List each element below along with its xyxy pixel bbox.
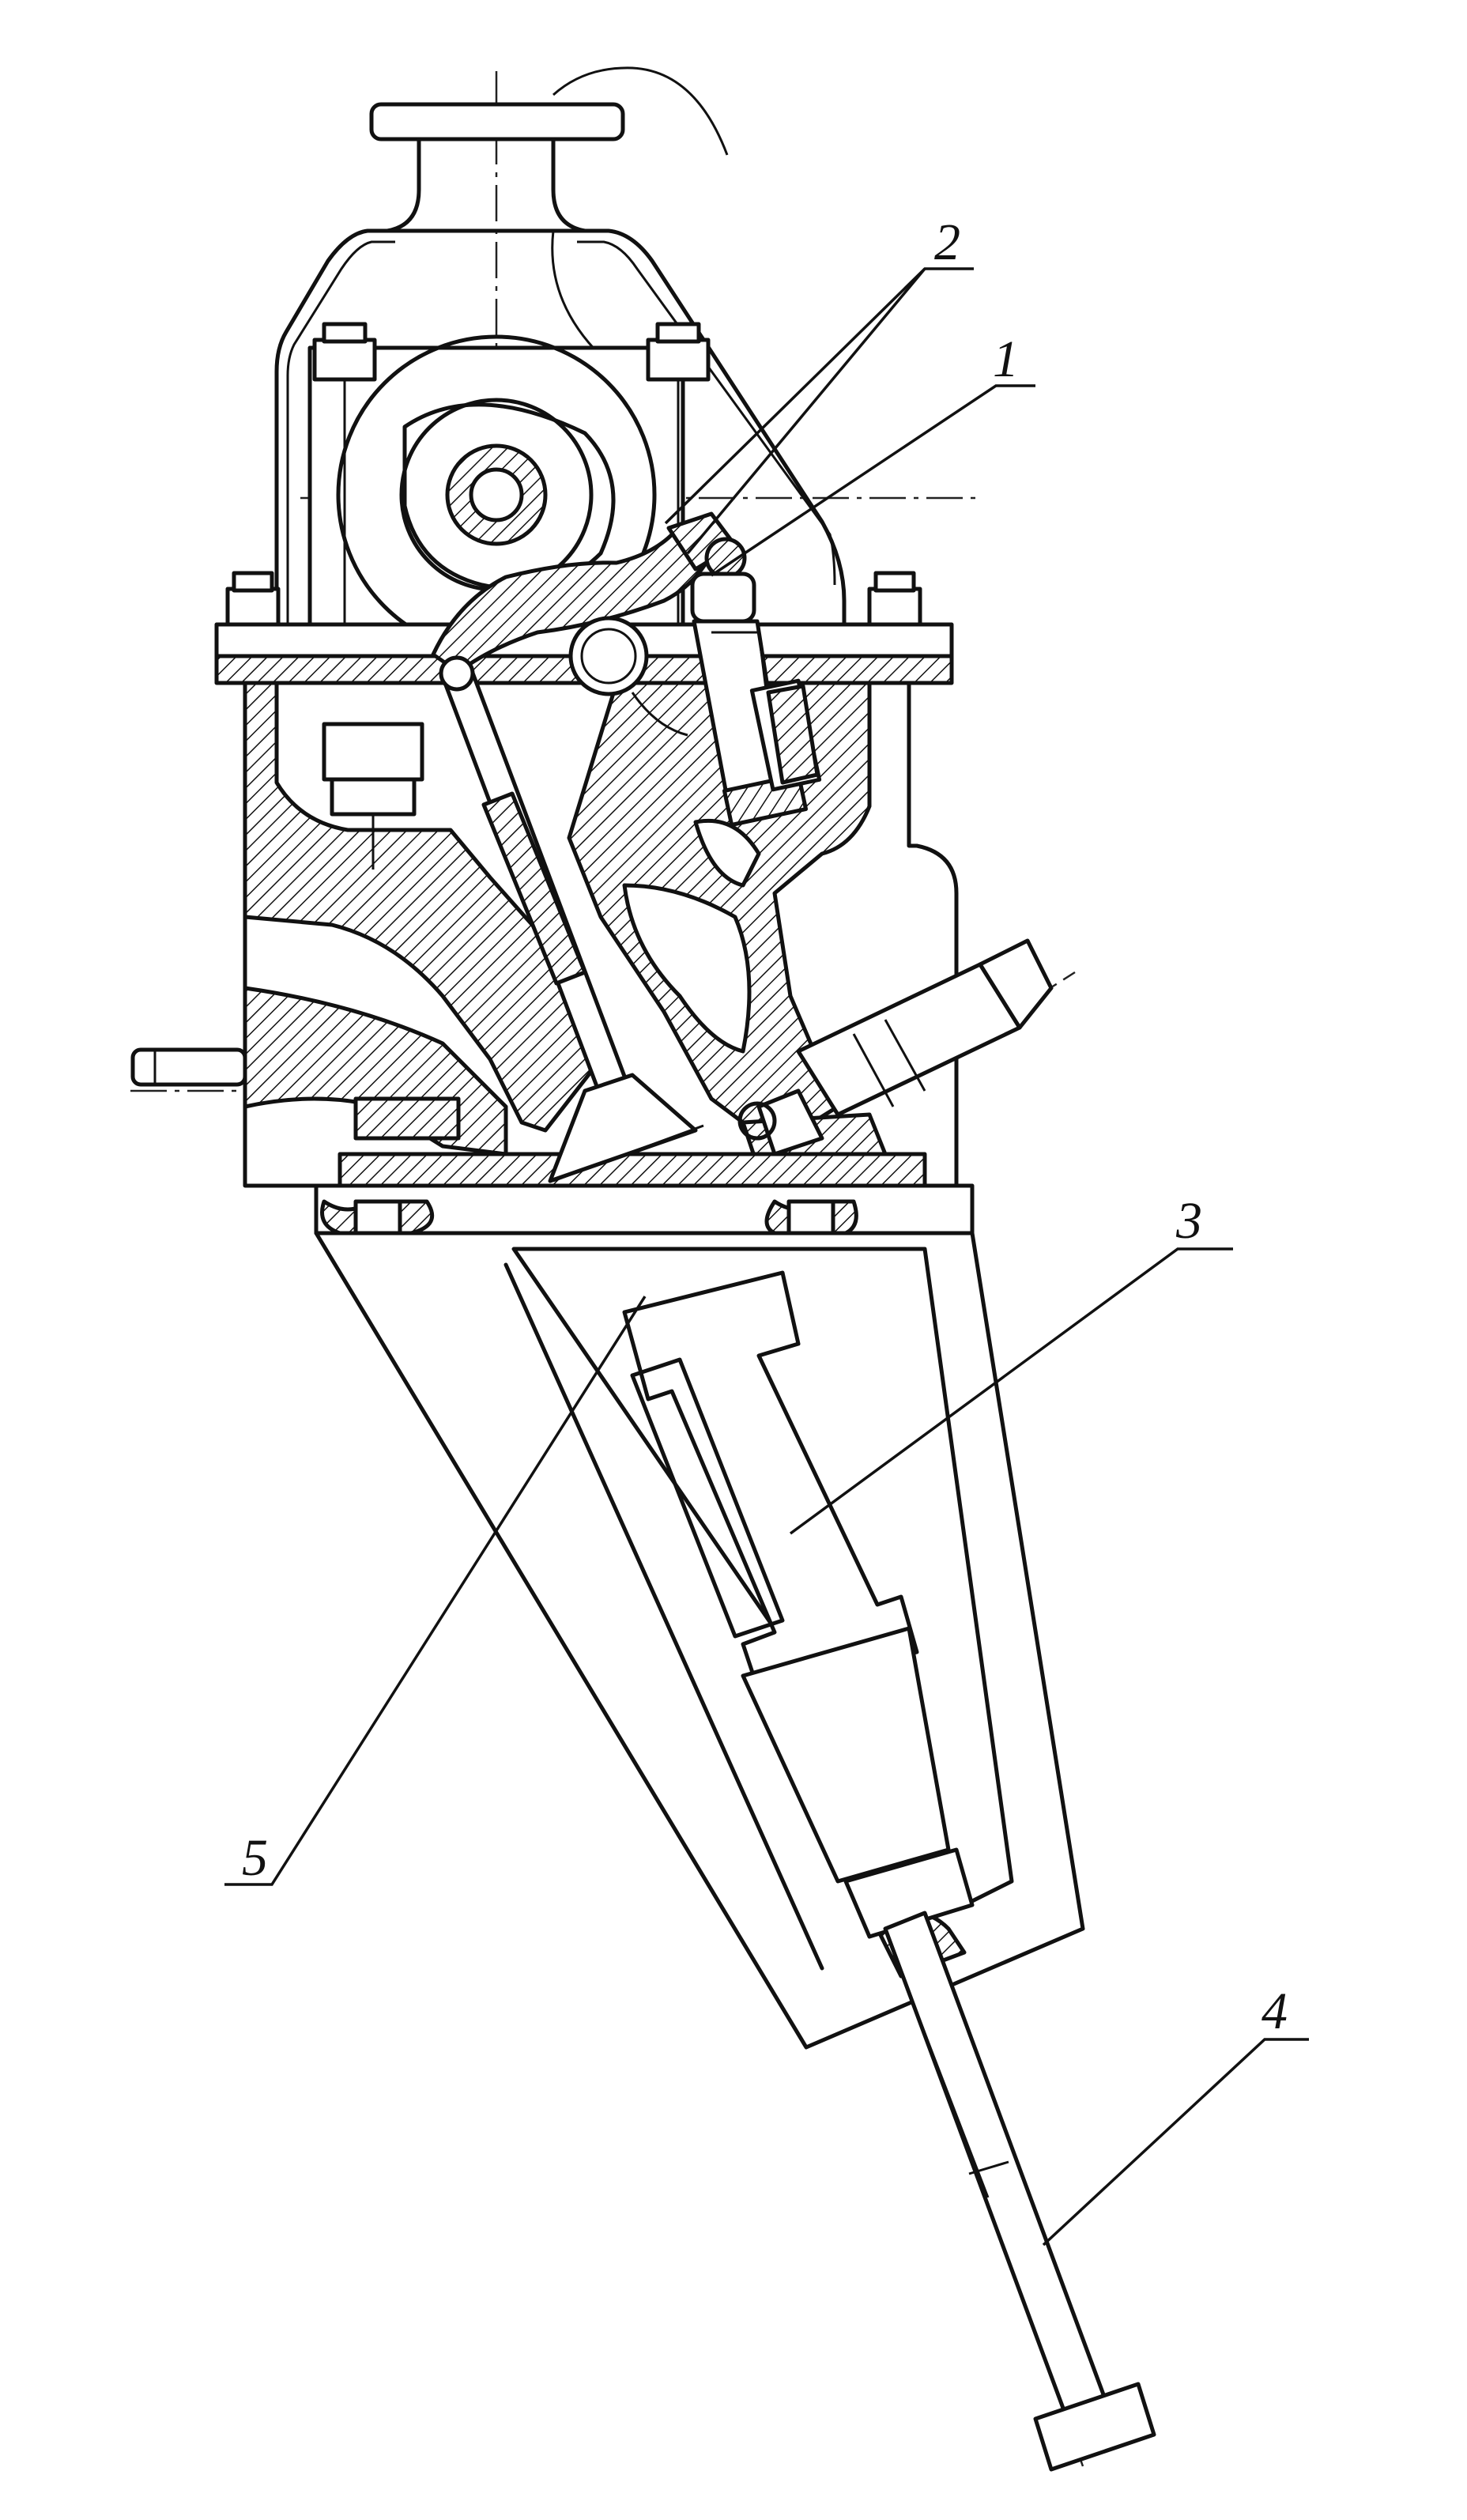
rocker-arm [431, 511, 737, 737]
valve [439, 655, 704, 1183]
callout-label-4: 4 [1261, 1982, 1288, 2040]
injector [737, 938, 1054, 1156]
adjuster-assembly [690, 537, 822, 827]
callout-3: 3 [789, 1192, 1233, 1535]
callout-label-3: 3 [1175, 1192, 1202, 1250]
clamp-sleeve [622, 1270, 975, 1939]
callout-label-5: 5 [242, 1829, 268, 1887]
callout-1: 1 [711, 330, 1035, 577]
callout-4: 4 [1042, 1982, 1309, 2246]
callout-5: 5 [224, 1296, 647, 1887]
callout-label-2: 2 [934, 213, 960, 271]
push-rod [883, 1911, 1156, 2472]
callout-label-1: 1 [993, 330, 1019, 388]
callout-2: 2 [664, 213, 974, 555]
